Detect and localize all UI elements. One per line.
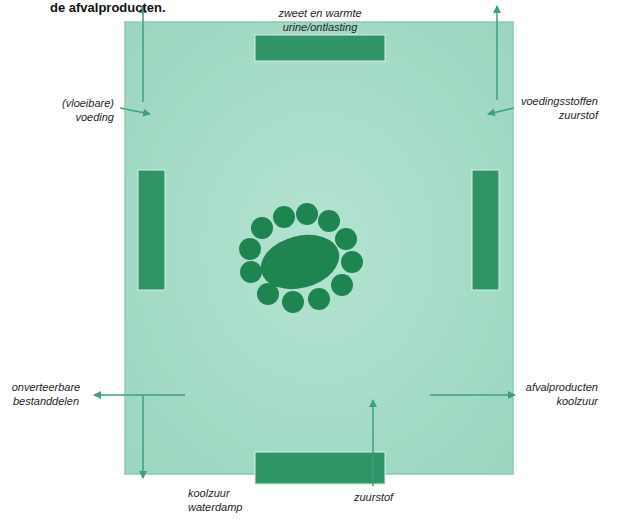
system-box bbox=[255, 452, 385, 484]
system-box bbox=[472, 170, 499, 290]
output-label: onverteerbare bestanddelen bbox=[2, 380, 90, 408]
heading-fragment: de afvalproducten. bbox=[50, 0, 166, 15]
input-label: zuurstof bbox=[559, 108, 598, 122]
output-label: koolzuur bbox=[556, 394, 598, 408]
input-label: voedingsstoffen bbox=[521, 94, 598, 108]
cell-cluster bbox=[239, 203, 363, 313]
output-label: waterdamp bbox=[188, 500, 242, 514]
input-label: zuurstof bbox=[354, 490, 393, 504]
output-label: koolzuur bbox=[188, 486, 230, 500]
output-label: urine/ontlasting bbox=[250, 20, 390, 34]
output-label: afvalproducten bbox=[526, 380, 598, 394]
system-box bbox=[255, 35, 385, 61]
flow-arrows bbox=[94, 6, 515, 486]
system-box bbox=[138, 170, 165, 290]
body-square bbox=[125, 22, 513, 474]
input-label: (vloeibare) voeding bbox=[30, 96, 114, 124]
output-label: zweet en warmte bbox=[250, 6, 390, 20]
